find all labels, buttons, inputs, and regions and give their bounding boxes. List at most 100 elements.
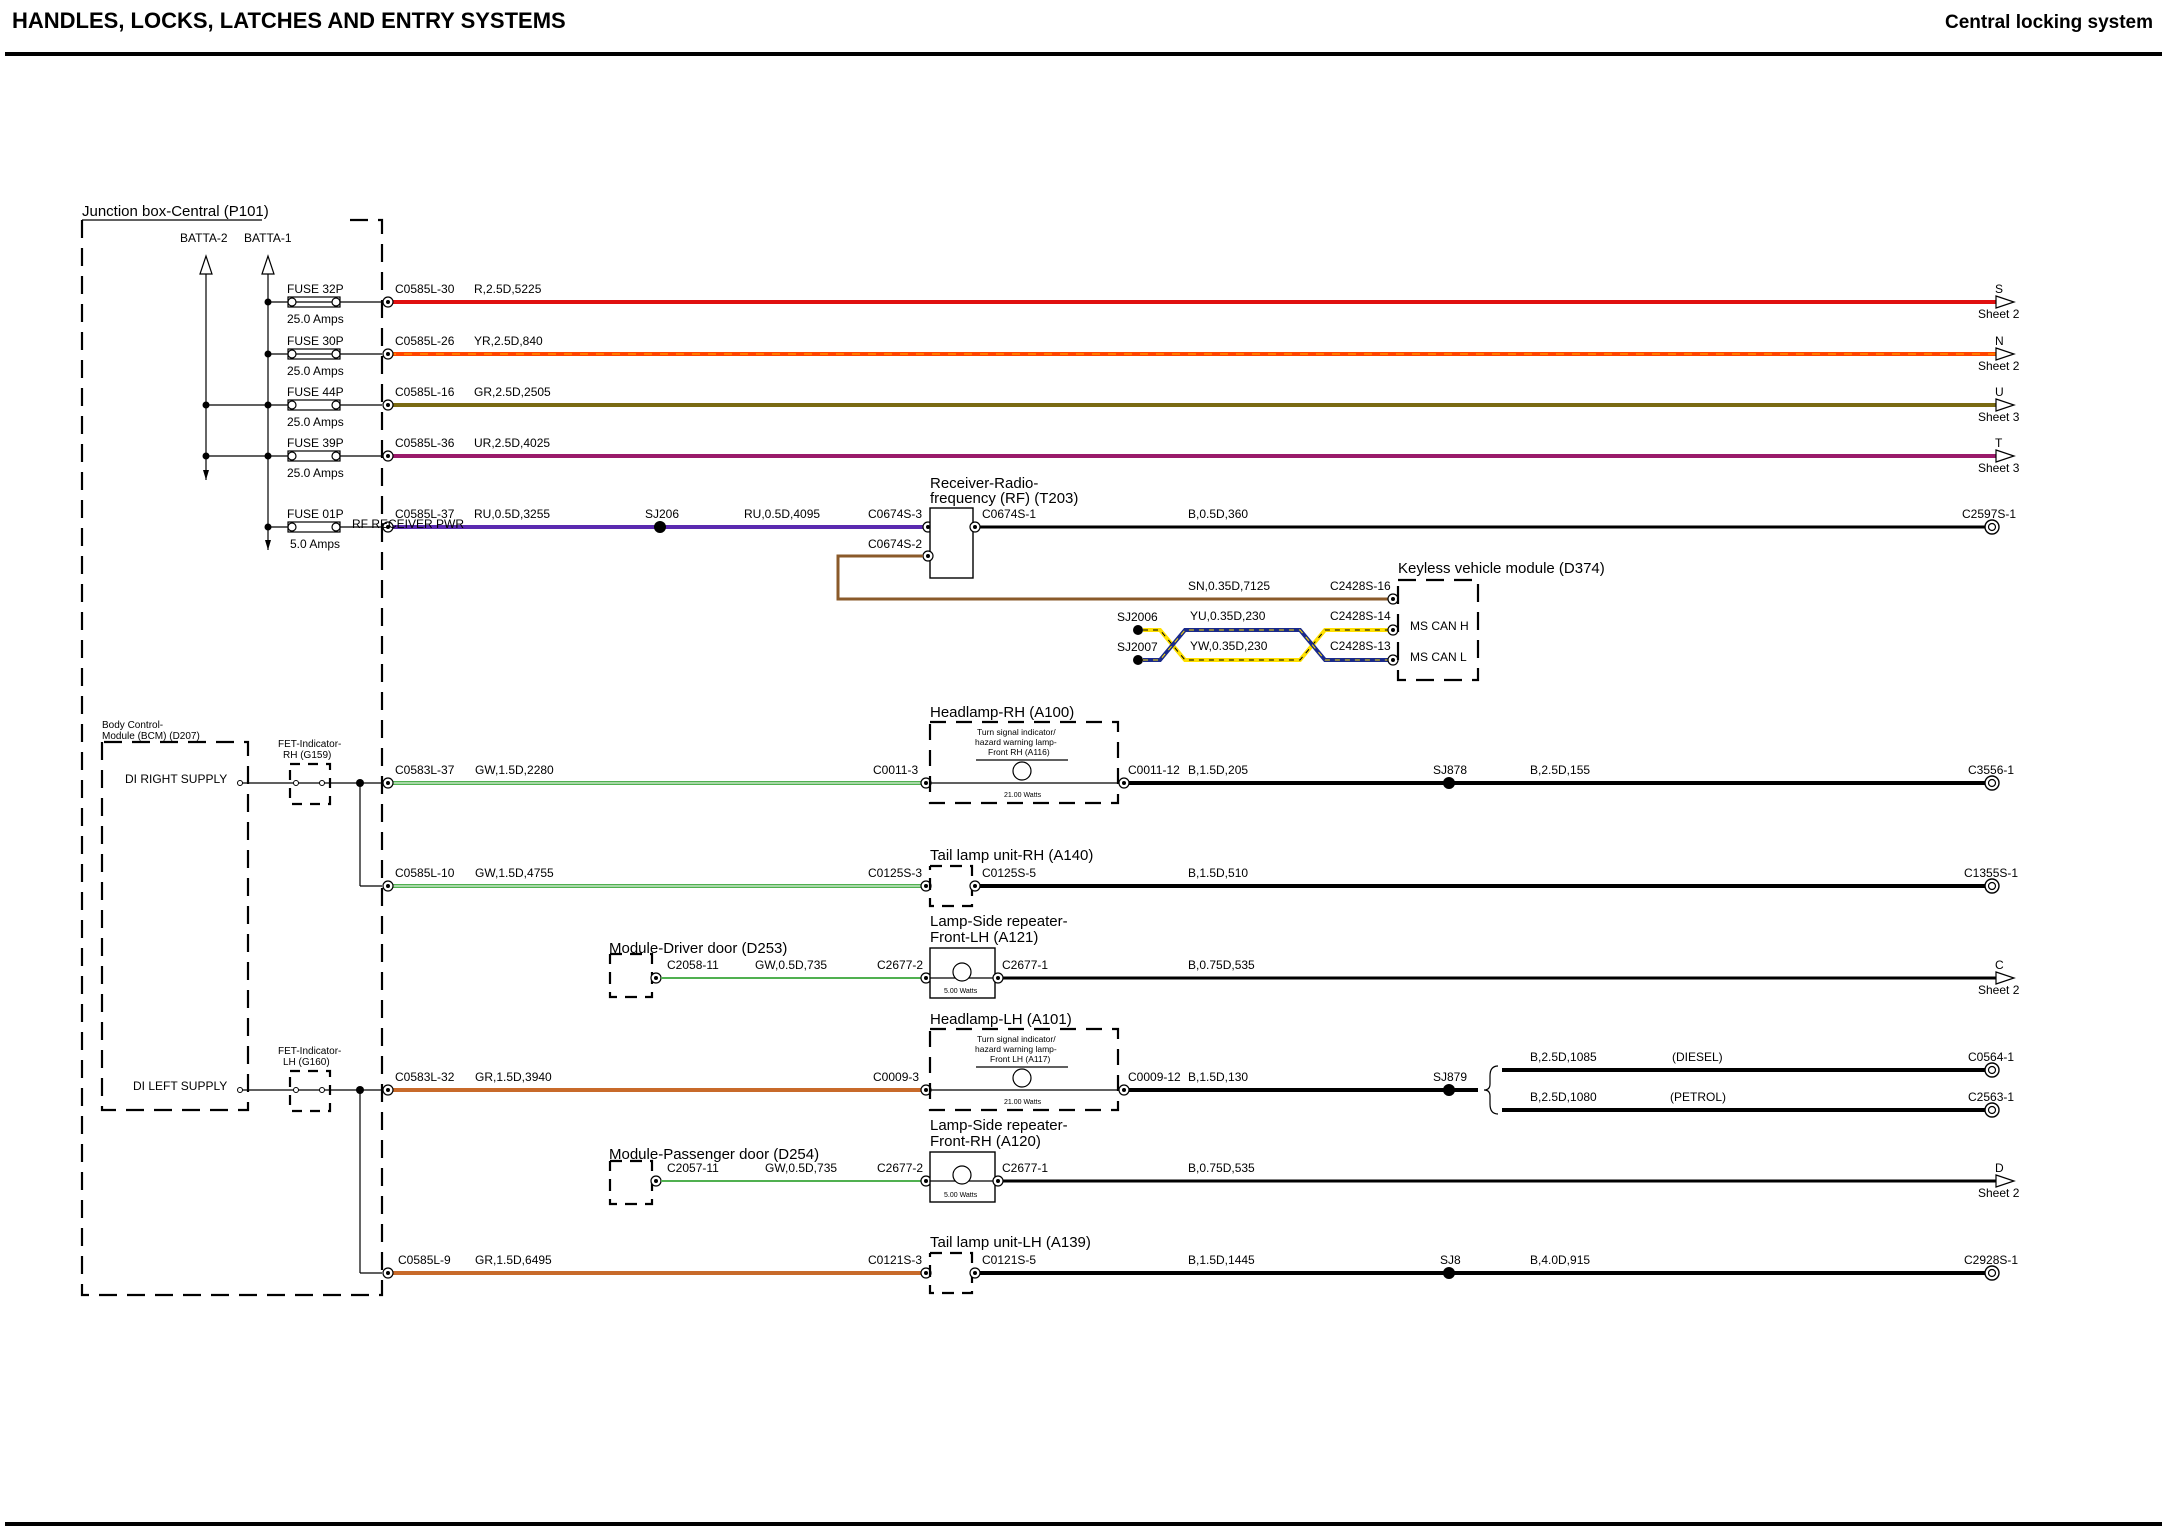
fuse-39p-name: FUSE 39P [287, 436, 344, 450]
wire-14-dest: C2928S-1 [1964, 1253, 2018, 1267]
receiver-label-2: frequency (RF) (T203) [930, 490, 1078, 507]
wire-12a-dest: C0564-1 [1968, 1050, 2014, 1064]
splice-sj2006: SJ2006 [1117, 610, 1158, 624]
wire-10-spec: GW,1.5D,4755 [475, 866, 554, 880]
headlamp-rh-watts: 21.00 Watts [1004, 792, 1042, 799]
fuse-01p-name: FUSE 01P [287, 507, 344, 521]
wire-tail-rh: C0585L-10 GW,1.5D,4755 C0125S-3 Tail lam… [382, 847, 2018, 908]
page-subtitle: Central locking system [1944, 12, 2153, 33]
wire-12-connector3: C0009-12 [1128, 1070, 1181, 1084]
fuse-30p-rating: 25.0 Amps [287, 364, 344, 378]
fuse-01p-rating: 5.0 Amps [290, 537, 340, 551]
wire-ur-4025: C0585L-36 UR,2.5D,4025 T Sheet 3 [382, 436, 2020, 475]
wire-side-repeater-lh: Module-Driver door (D253) C2058-11 GW,0.… [608, 913, 2020, 999]
wire-14-spec3: B,4.0D,915 [1530, 1253, 1590, 1267]
wire-12-connector: C0583L-32 [395, 1070, 455, 1084]
rf-receiver-box [929, 507, 974, 579]
junction-box-label: Junction box-Central (P101) [82, 203, 269, 220]
wire-6-spec: SN,0.35D,7125 [1188, 579, 1270, 593]
wire-headlamp-lh: C0583L-32 GR,1.5D,3940 C0009-3 Headlamp-… [382, 1011, 2014, 1118]
wire-9-spec3: B,2.5D,155 [1530, 763, 1590, 777]
side-rep-rh-label-1: Lamp-Side repeater- [930, 1117, 1068, 1134]
batt-a1-label: BATTA-1 [244, 231, 292, 245]
wire-11-sheet: Sheet 2 [1978, 983, 2020, 997]
receiver-out-connector: C0674S-1 [982, 507, 1036, 521]
headlamp-lh-sub-3: Front LH (A117) [990, 1054, 1050, 1064]
keyless-module-label: Keyless vehicle module (D374) [1398, 560, 1605, 577]
side-rep-lh-label-2: Front-LH (A121) [930, 929, 1038, 946]
wire-12a-spec: B,2.5D,1085 [1530, 1050, 1597, 1064]
fet-lh-label-2: LH (G160) [283, 1057, 330, 1068]
headlamp-lh-watts: 21.00 Watts [1004, 1099, 1042, 1106]
wire-10-spec2: B,1.5D,510 [1188, 866, 1248, 880]
wire-1-spec: R,2.5D,5225 [474, 282, 542, 296]
wire-11-connector: C2058-11 [667, 958, 719, 972]
fuse-44p-name: FUSE 44P [287, 385, 344, 399]
bulb-icon [1012, 1068, 1032, 1088]
wire-14-connector3: C0121S-5 [982, 1253, 1036, 1267]
tail-rh-label: Tail lamp unit-RH (A140) [930, 847, 1093, 864]
fet-indicator-lh: FET-Indicator- LH (G160) [237, 1046, 382, 1113]
ms-can-l-label: MS CAN L [1410, 650, 1467, 664]
wire-13-dest: D [1995, 1161, 2004, 1175]
splice-sj2007: SJ2007 [1117, 640, 1158, 654]
fet-rh-label-1: FET-Indicator- [278, 739, 341, 750]
headlamp-rh-sub-2: hazard warning lamp- [975, 737, 1057, 747]
wire-5-dest: C2597S-1 [1962, 507, 2016, 521]
wire-9-connector: C0583L-37 [395, 763, 455, 777]
wire-tail-lh: C0585L-9 GR,1.5D,6495 C0121S-3 Tail lamp… [382, 1234, 2018, 1295]
fuse-30p-name: FUSE 30P [287, 334, 344, 348]
wire-3-dest: U [1995, 385, 2004, 399]
wire-7-connector: C2428S-14 [1330, 609, 1391, 623]
wire-5-spec: RU,0.5D,3255 [474, 507, 550, 521]
splice-sj879: SJ879 [1433, 1070, 1467, 1084]
fet-lh-label-1: FET-Indicator- [278, 1046, 341, 1057]
wire-12-connector2: C0009-3 [873, 1070, 919, 1084]
di-left-supply: DI LEFT SUPPLY [133, 1079, 227, 1093]
keyless-module-box [1396, 578, 1480, 682]
wire-14-connector: C0585L-9 [398, 1253, 451, 1267]
wire-9-dest: C3556-1 [1968, 763, 2014, 777]
wire-11-spec2: B,0.75D,535 [1188, 958, 1255, 972]
can-bus-wires: SJ2006 SJ2007 YU,0.35D,230 YW,0.35D,230 … [1117, 609, 1399, 666]
wire-12-spec: GR,1.5D,3940 [475, 1070, 552, 1084]
fuse-39p-rating: 25.0 Amps [287, 466, 344, 480]
wire-8-connector: C2428S-13 [1330, 639, 1391, 653]
page-title: HANDLES, LOCKS, LATCHES AND ENTRY SYSTEM… [12, 8, 566, 33]
side-rep-rh-watts: 5.00 Watts [944, 1192, 978, 1199]
wire-7-spec: YU,0.35D,230 [1190, 609, 1266, 623]
wire-14-connector2: C0121S-3 [868, 1253, 922, 1267]
bcm-label-1: Body Control- [102, 720, 163, 731]
headlamp-rh-label: Headlamp-RH (A100) [930, 704, 1074, 721]
wire-yr-840: C0585L-26 YR,2.5D,840 N Sheet 2 [382, 334, 2020, 373]
wire-12b-note: (PETROL) [1670, 1090, 1726, 1104]
fuse-32p: FUSE 32P 25.0 Amps [264, 282, 382, 326]
junction-box-outline [80, 218, 384, 1297]
fet-rh-label-2: RH (G159) [283, 750, 331, 761]
side-rep-rh-label-2: Front-RH (A120) [930, 1133, 1041, 1150]
wire-13-spec2: B,0.75D,535 [1188, 1161, 1255, 1175]
fuse-01p: FUSE 01P 5.0 Amps [264, 507, 382, 551]
wire-11-connector3: C2677-1 [1002, 958, 1048, 972]
wire-9-spec: GW,1.5D,2280 [475, 763, 554, 777]
wire-9-connector3: C0011-12 [1128, 763, 1180, 777]
wire-13-sheet: Sheet 2 [1978, 1186, 2020, 1200]
di-right-supply: DI RIGHT SUPPLY [125, 772, 227, 786]
wire-12b-spec: B,2.5D,1080 [1530, 1090, 1597, 1104]
wire-9-connector2: C0011-3 [873, 763, 918, 777]
wire-4-dest: T [1995, 436, 2003, 450]
wire-13-spec: GW,0.5D,735 [765, 1161, 837, 1175]
wire-1-sheet: Sheet 2 [1978, 307, 2020, 321]
wire-5-spec3: B,0.5D,360 [1188, 507, 1248, 521]
wire-4-sheet: Sheet 3 [1978, 461, 2020, 475]
bulb-icon [1012, 761, 1032, 781]
fuse-32p-rating: 25.0 Amps [287, 312, 344, 326]
wire-10-connector2: C0125S-3 [868, 866, 922, 880]
driver-door-label: Module-Driver door (D253) [609, 940, 787, 957]
side-rep-lh-watts: 5.00 Watts [944, 988, 978, 995]
ms-can-h-label: MS CAN H [1410, 619, 1469, 633]
wire-3-sheet: Sheet 3 [1978, 410, 2020, 424]
tail-lh-label: Tail lamp unit-LH (A139) [930, 1234, 1091, 1251]
batt-a1-arrow-icon [261, 254, 275, 275]
